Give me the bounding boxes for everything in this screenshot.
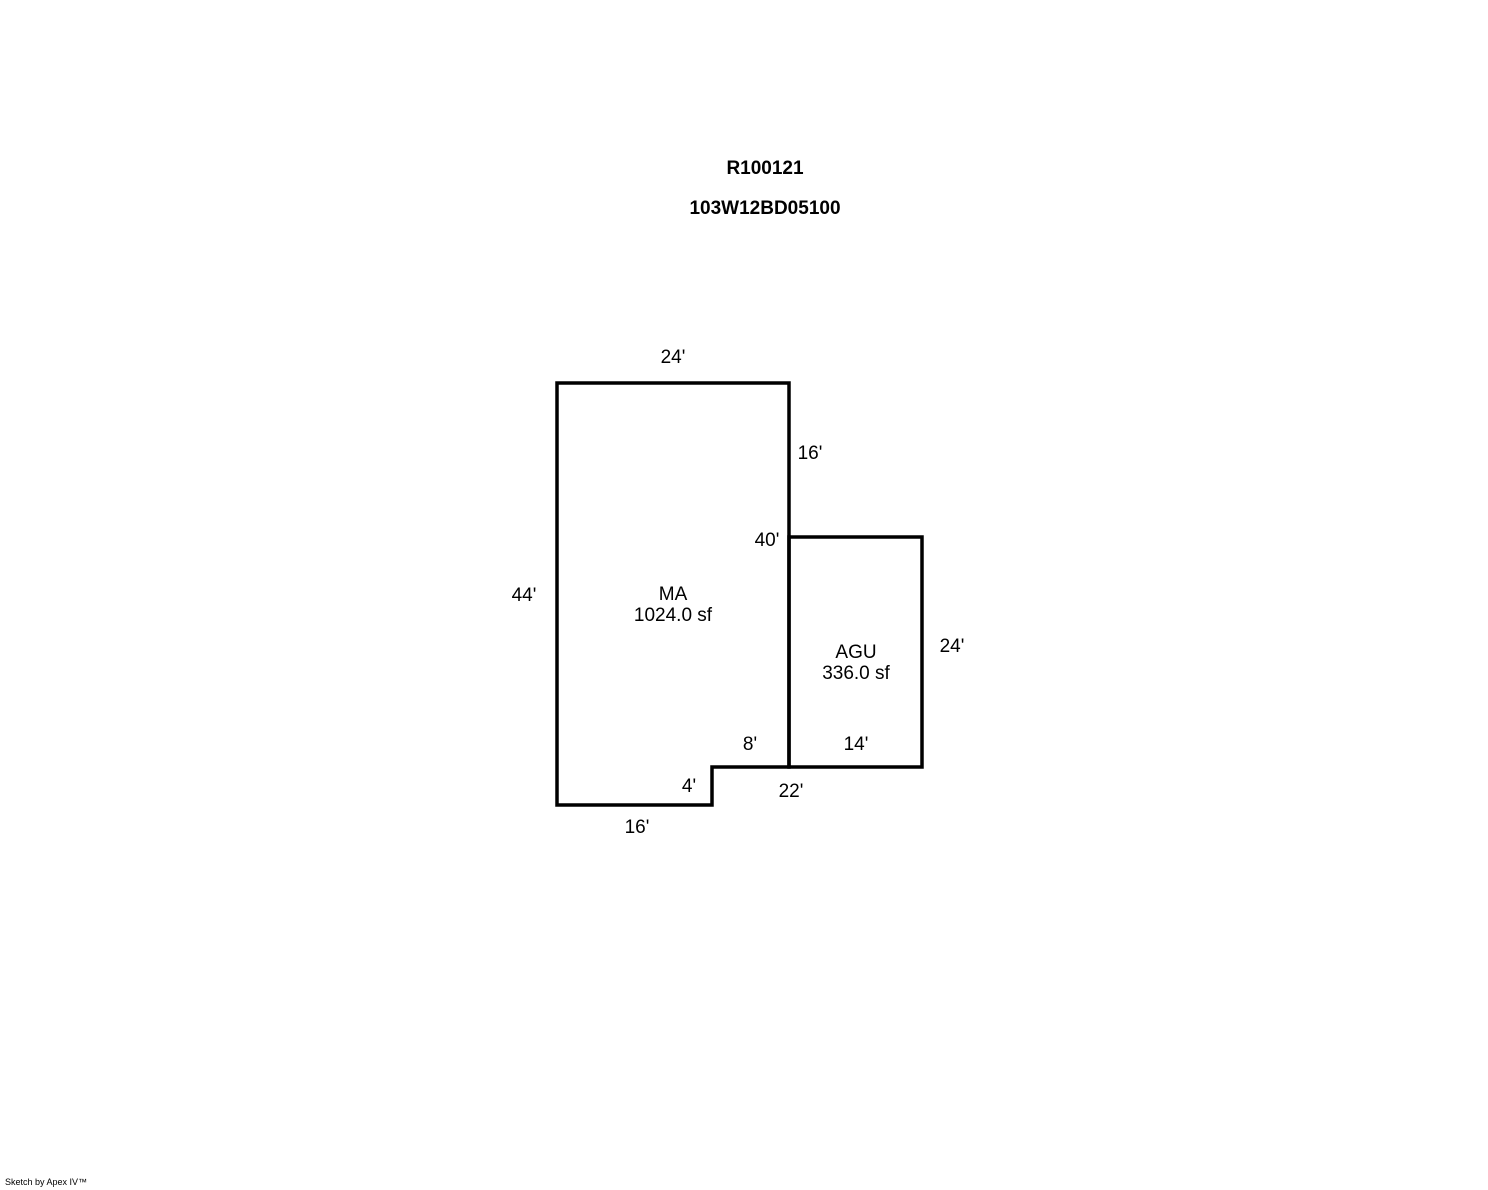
dim-agu-right: 24' [940,636,965,657]
dim-ma-bottom: 16' [625,817,650,838]
dim-agu-bottom-inner: 14' [844,734,869,755]
dim-ma-right-upper: 16' [798,443,823,464]
dim-ma-left: 44' [512,585,537,606]
dim-ma-top: 24' [661,347,686,368]
dim-ma-shared-wall: 40' [755,530,780,551]
account-id-title: R100121 [726,158,804,179]
parcel-id-title: 103W12BD05100 [689,198,841,219]
agu-area-outline [787,535,924,769]
dim-ma-notch-horizontal: 8' [743,734,757,755]
agu-area-code: AGU [835,642,876,663]
ma-area-size: 1024.0 sf [634,605,713,626]
software-credit: Sketch by Apex IV™ [5,1177,88,1187]
dim-combined-bottom: 22' [779,781,804,802]
ma-area-code: MA [659,584,688,605]
ma-area-outline [555,381,791,807]
agu-area-size: 336.0 sf [822,663,890,684]
dim-ma-notch-vertical: 4' [682,776,696,797]
